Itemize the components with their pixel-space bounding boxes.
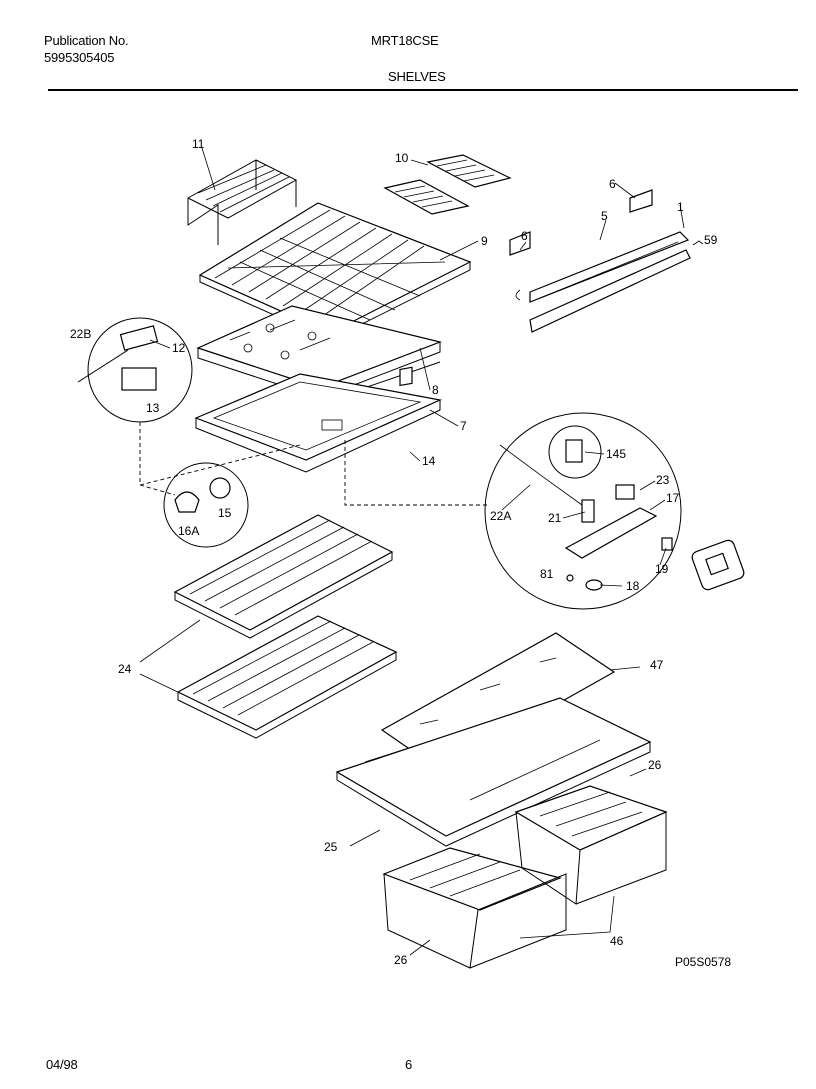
crisper-cover-part-25 [335, 697, 652, 847]
crisper-drawers-part-26 [382, 785, 668, 969]
callout-47: 47 [650, 658, 664, 672]
control-strip-parts-5-6-1 [509, 189, 704, 333]
divider-frame-part-7 [194, 373, 443, 473]
wire-rack-part-11 [187, 159, 298, 245]
drawing-number: P05S0578 [675, 955, 731, 969]
callout-59: 59 [704, 233, 718, 247]
detail-circle-left [77, 317, 193, 423]
callout-15: 15 [218, 506, 232, 520]
callout-5: 5 [601, 209, 608, 223]
callout-18: 18 [626, 579, 640, 593]
callout-14: 14 [422, 454, 436, 468]
callout-22a: 22A [490, 509, 511, 523]
model-number: MRT18CSE [371, 33, 439, 48]
publication-number: 5995305405 [44, 50, 115, 65]
callout-145: 145 [606, 447, 626, 461]
detail-circle-bulb [163, 462, 249, 548]
callout-16a: 16A [178, 524, 199, 538]
callout-8: 8 [432, 383, 439, 397]
wire-shelves-part-24 [173, 514, 398, 739]
callout-13: 13 [146, 401, 160, 415]
callout-81: 81 [540, 567, 554, 581]
header-rule [48, 89, 798, 91]
callout-17: 17 [666, 491, 680, 505]
callout-23: 23 [656, 473, 670, 487]
callout-12: 12 [172, 341, 186, 355]
callout-46: 46 [610, 934, 624, 948]
switch-detail-box [691, 539, 745, 591]
callout-7: 7 [460, 419, 467, 433]
callout-9: 9 [481, 234, 488, 248]
callout-25: 25 [324, 840, 338, 854]
footer-date: 04/98 [46, 1057, 78, 1072]
ice-trays-part-10 [383, 154, 512, 215]
evaporator-cover-part-8 [196, 305, 443, 411]
dashed-leaders [139, 422, 490, 506]
callout-6-upper: 6 [609, 177, 616, 191]
callout-1: 1 [677, 200, 684, 214]
callout-10: 10 [395, 151, 409, 165]
callout-26-right: 26 [648, 758, 662, 772]
callout-21: 21 [548, 511, 562, 525]
publication-label: Publication No. [44, 33, 129, 48]
callout-6-lower: 6 [521, 229, 528, 243]
detail-circle-controls [484, 412, 682, 610]
switch-part-14 [399, 366, 413, 387]
callout-24: 24 [118, 662, 132, 676]
leader-lines [139, 147, 685, 956]
callout-labels: 11 10 6 6 5 1 59 9 22B 12 13 8 7 14 145 … [70, 137, 731, 969]
callout-19: 19 [655, 562, 669, 576]
callout-22b: 22B [70, 327, 91, 341]
callout-11: 11 [192, 137, 205, 151]
footer-page-number: 6 [405, 1057, 413, 1072]
section-title: SHELVES [388, 69, 446, 84]
callout-26-left: 26 [394, 953, 408, 967]
